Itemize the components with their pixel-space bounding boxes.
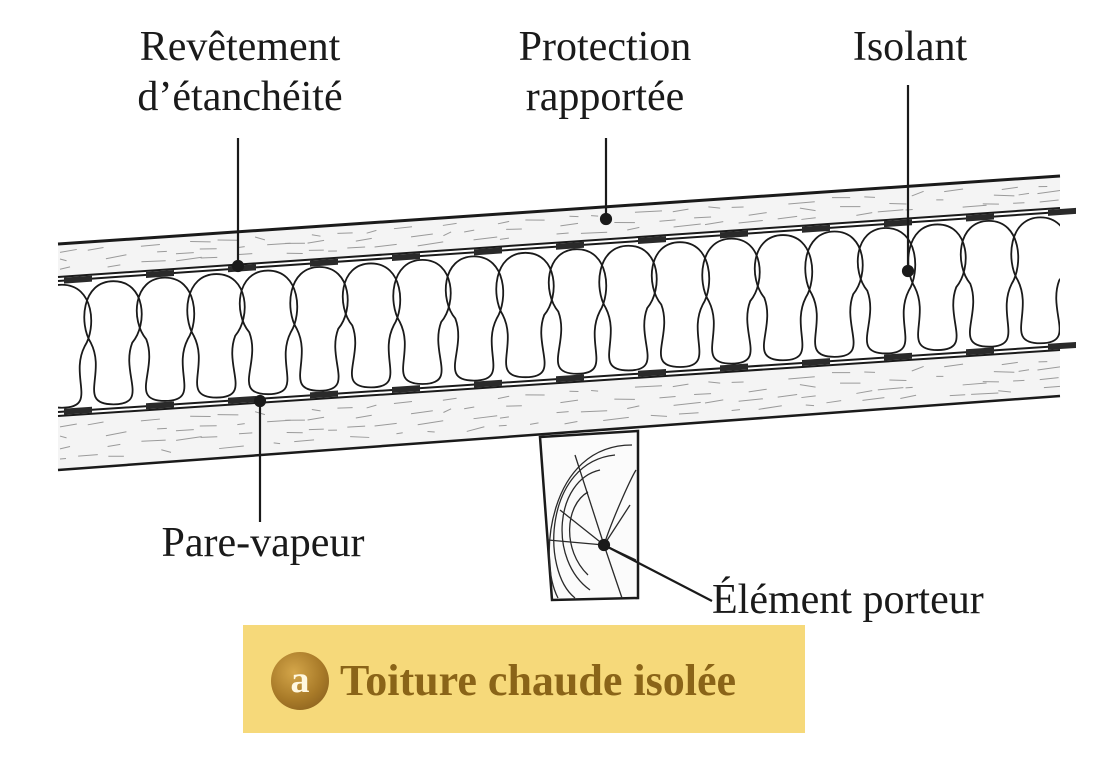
hatch-stroke [201,257,218,258]
caption-title: Toiture chaude isolée [340,653,736,709]
leader-dot-isolant [903,266,913,276]
hatch-stroke [499,425,507,426]
insulation-loop [137,278,194,401]
insulation-loop [290,267,347,391]
leader-dot-protection [601,214,611,224]
hatch-stroke [591,390,598,391]
insulation-loop [961,221,1018,347]
insulation-loop [805,232,862,357]
hatch-stroke [1013,380,1024,381]
label-protection: Protection rapportée [480,22,730,122]
insulation-loop [1011,217,1068,343]
insulation-loop [84,281,141,404]
label-pare-vapeur: Pare-vapeur [128,518,398,568]
hatch-stroke [906,209,913,210]
hatch-stroke [994,372,1014,373]
insulation-loop [240,271,297,395]
insulation-loop [702,239,759,364]
membrane-strip [1048,342,1076,350]
hatch-stroke [60,458,66,459]
label-element-porteur: Élément porteur [712,575,1057,625]
hatch-stroke [889,203,906,204]
insulation-loop [496,253,553,377]
hatch-stroke [201,437,218,438]
label-protection-line1: Protection [480,22,730,72]
label-isolant: Isolant [830,22,990,72]
insulation-loop [446,256,503,380]
leader-dot-pare-vapeur [255,396,265,406]
protection-layer [58,176,1065,277]
leader-dot-element-porteur [599,540,609,550]
label-protection-line2: rapportée [480,72,730,122]
insulation-loop [34,285,91,408]
label-revetement: Revêtement d’étanchéité [105,22,375,122]
label-revetement-line1: Revêtement [105,22,375,72]
insulation-loop [549,249,606,374]
insulation-loop [858,228,915,353]
insulation-loop [652,242,709,367]
leader-dot-revetement [233,261,243,271]
insulation-loop [393,260,450,384]
insulation-loop [755,235,812,360]
hatch-stroke [337,408,352,409]
hatch-stroke [337,233,352,234]
hatch-stroke [906,387,913,388]
label-revetement-line2: d’étanchéité [105,72,375,122]
load-bearing-beam [540,431,638,600]
insulation-loop [908,224,965,350]
caption-badge: a [271,652,329,710]
hatch-stroke [1013,203,1024,204]
insulation-loop [599,246,656,371]
hatch-stroke [889,380,906,381]
hatch-stroke [994,195,1014,196]
insulation-loop [187,274,244,397]
insulation-loop [343,263,400,387]
hatch-stroke [806,405,814,406]
hatch-stroke [591,216,598,217]
